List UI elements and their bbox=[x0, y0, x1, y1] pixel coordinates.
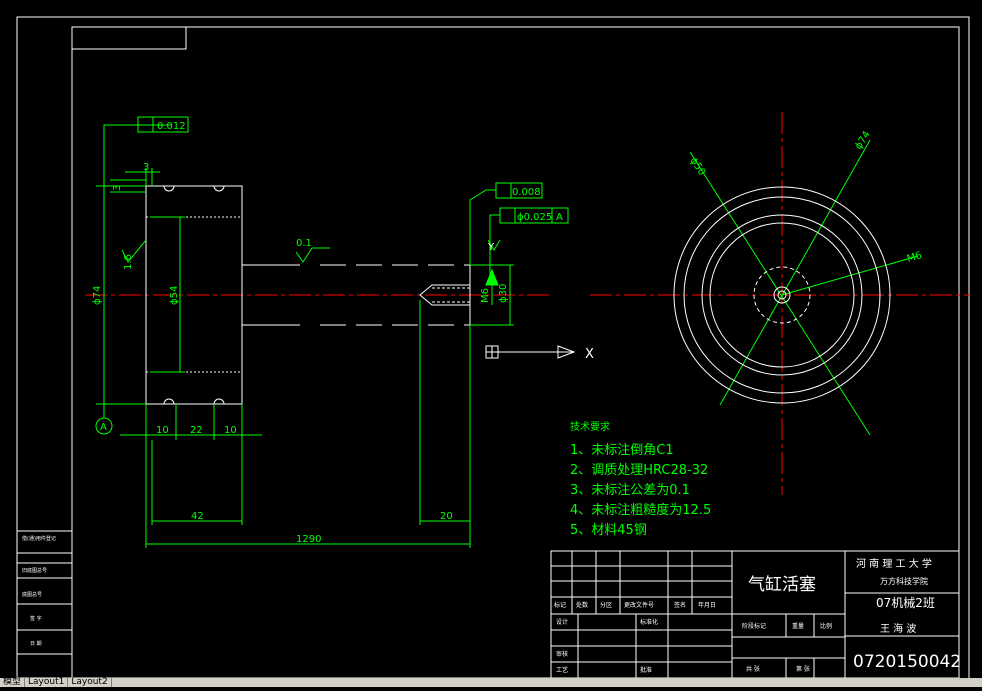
svg-text:标记: 标记 bbox=[554, 601, 566, 609]
svg-text:第 张: 第 张 bbox=[796, 665, 810, 673]
svg-text:比例: 比例 bbox=[820, 622, 832, 630]
dim-3-top: 3 bbox=[143, 162, 149, 173]
dim-10a: 10 bbox=[156, 425, 169, 436]
dim-roughness-01: 0.1 bbox=[296, 238, 312, 249]
note-item: 3、未标注公差为0.1 bbox=[570, 483, 690, 498]
note-item: 2、调质处理HRC28-32 bbox=[570, 463, 708, 478]
dim-20: 20 bbox=[440, 511, 453, 522]
college-name: 万方科技学院 bbox=[880, 576, 928, 586]
svg-text:分区: 分区 bbox=[600, 601, 612, 609]
flatness-top-value: 0.012 bbox=[157, 121, 186, 132]
svg-text:设计: 设计 bbox=[556, 618, 568, 626]
dimension-lines bbox=[95, 116, 919, 548]
dim-3-side: 3 bbox=[112, 185, 123, 191]
svg-text:重量: 重量 bbox=[792, 622, 804, 630]
school-name: 河 南 理 工 大 学 bbox=[856, 557, 932, 570]
drawing-number: 0720150042 bbox=[853, 652, 961, 672]
dimension-text: 0.012 0.008 ϕ0.025 A 3 3 ϕ74 ϕ54 1.6 0.1… bbox=[92, 121, 923, 545]
dim-m6: M6 bbox=[480, 288, 491, 303]
note-item: 1、未标注倒角C1 bbox=[570, 443, 674, 458]
ucs-icon bbox=[485, 345, 576, 359]
dim-74-left: ϕ74 bbox=[92, 286, 103, 305]
svg-text:工艺: 工艺 bbox=[556, 666, 568, 674]
dim-10b: 10 bbox=[224, 425, 237, 436]
dim-42: 42 bbox=[191, 511, 204, 522]
technical-notes: 技术要求 1、未标注倒角C1 2、调质处理HRC28-32 3、未标注公差为0.… bbox=[570, 420, 711, 538]
dim-1290: 1290 bbox=[296, 534, 321, 545]
part-name: 气缸活塞 bbox=[748, 574, 816, 595]
svg-text:底图总号: 底图总号 bbox=[22, 591, 42, 598]
dim-22: 22 bbox=[190, 425, 203, 436]
tab-layout2[interactable]: Layout2 bbox=[68, 678, 112, 687]
svg-text:年月日: 年月日 bbox=[698, 601, 716, 609]
svg-text:日 期: 日 期 bbox=[30, 641, 42, 647]
svg-text:签 字: 签 字 bbox=[30, 615, 42, 622]
drawing-frame bbox=[16, 16, 970, 680]
svg-text:借(通)用件登记: 借(通)用件登记 bbox=[22, 535, 56, 542]
datum-label: A bbox=[100, 422, 107, 433]
flatness-right-value: 0.008 bbox=[512, 187, 541, 198]
ucs-y-label: Y bbox=[487, 242, 495, 253]
note-item: 5、材料45钢 bbox=[570, 523, 647, 538]
tab-layout1[interactable]: Layout1 bbox=[25, 678, 69, 687]
coaxiality-datum: A bbox=[556, 212, 563, 223]
svg-text:审核: 审核 bbox=[556, 650, 568, 658]
student-name: 王 海 波 bbox=[880, 622, 916, 635]
class-name: 07机械2班 bbox=[876, 595, 935, 610]
svg-text:旧底图总号: 旧底图总号 bbox=[22, 567, 47, 574]
svg-text:更改文件号: 更改文件号 bbox=[624, 601, 654, 609]
svg-text:签名: 签名 bbox=[674, 601, 686, 609]
side-table: 借(通)用件登记 旧底图总号 底图总号 签 字 日 期 bbox=[16, 530, 73, 679]
centerlines bbox=[85, 112, 970, 495]
dim-30: ϕ30 bbox=[498, 284, 509, 303]
coaxiality-value: ϕ0.025 bbox=[517, 212, 552, 223]
svg-text:标准化: 标准化 bbox=[640, 618, 658, 626]
piston-top-view bbox=[673, 186, 891, 404]
dim-m6-right: M6 bbox=[906, 250, 923, 265]
ucs-x-label: X bbox=[585, 347, 594, 362]
svg-text:批准: 批准 bbox=[640, 666, 652, 674]
dim-54: ϕ54 bbox=[169, 286, 180, 305]
dim-roughness-16: 1.6 bbox=[123, 254, 134, 270]
tab-model[interactable]: 模型 bbox=[0, 678, 26, 687]
note-item: 4、未标注粗糙度为12.5 bbox=[570, 502, 711, 518]
svg-text:共 张: 共 张 bbox=[746, 665, 760, 673]
title-block: 标记 处数 分区 更改文件号 签名 年月日 设计 标准化 审核 工艺 批准 阶段… bbox=[550, 550, 961, 679]
notes-title: 技术要求 bbox=[570, 420, 610, 433]
svg-text:阶段标记: 阶段标记 bbox=[742, 622, 766, 630]
svg-text:处数: 处数 bbox=[576, 601, 588, 609]
